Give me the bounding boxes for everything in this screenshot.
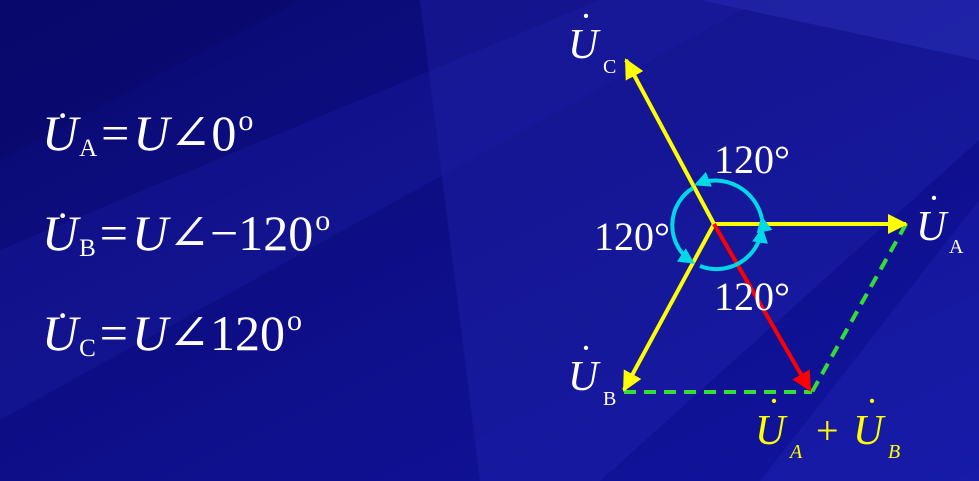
dashed-line-a — [810, 223, 908, 393]
equation-uc: U·C=U∠120o — [42, 293, 302, 362]
degree-mark: o — [287, 304, 303, 337]
label-ub: U · B — [568, 328, 616, 410]
degree-mark: o — [315, 204, 331, 237]
svg-text:+: + — [816, 408, 839, 453]
phasor-symbol: U· — [42, 93, 79, 161]
angle-symbol: ∠ — [168, 205, 211, 261]
svg-text:·: · — [768, 381, 780, 421]
svg-text:·: · — [928, 178, 940, 218]
angle-symbol: ∠ — [168, 305, 211, 361]
svg-text:·: · — [580, 328, 592, 368]
svg-text:·: · — [580, 0, 592, 36]
angle-label-top: 120° — [714, 137, 790, 182]
svg-text:U: U — [853, 408, 886, 454]
svg-text:·: · — [866, 381, 878, 421]
angle-value: 120 — [210, 305, 286, 361]
label-uc: U · C — [568, 0, 616, 78]
phasor-ub-arrow — [622, 223, 716, 392]
label-sum: U · A + U · B — [755, 381, 900, 463]
angle-arc-left — [670, 186, 695, 264]
magnitude: U — [133, 105, 170, 161]
subscript: A — [79, 135, 98, 162]
label-ua: U · A — [916, 178, 964, 258]
svg-text:B: B — [603, 388, 616, 410]
equals-sign: = — [101, 105, 130, 161]
magnitude: U — [132, 205, 169, 261]
svg-text:A: A — [788, 441, 803, 463]
svg-text:U: U — [568, 22, 601, 68]
angle-value: 0 — [211, 105, 237, 161]
angle-arc-bottom — [699, 226, 768, 272]
phasor-symbol: U· — [42, 293, 79, 361]
svg-text:B: B — [888, 441, 900, 463]
angle-value: −120 — [210, 205, 314, 261]
angle-symbol: ∠ — [169, 105, 212, 161]
svg-text:C: C — [603, 56, 616, 78]
svg-text:U: U — [568, 354, 601, 400]
phasor-sum-arrow — [712, 222, 812, 392]
subscript: B — [79, 235, 96, 262]
angle-label-left: 120° — [594, 214, 670, 259]
svg-text:U: U — [916, 204, 949, 250]
degree-mark: o — [238, 104, 254, 137]
phasor-symbol: U· — [42, 193, 79, 261]
magnitude: U — [132, 305, 169, 361]
equals-sign: = — [99, 205, 128, 261]
angle-label-bottom: 120° — [714, 274, 790, 319]
svg-text:U: U — [755, 408, 788, 454]
phasor-uc-arrow — [624, 58, 716, 225]
equation-ua: U·A=U∠0o — [42, 93, 253, 162]
equals-sign: = — [99, 305, 128, 361]
equation-ub: U·B=U∠−120o — [42, 193, 330, 262]
svg-text:A: A — [949, 236, 964, 258]
angle-arc-top — [694, 171, 773, 234]
subscript: C — [79, 335, 96, 362]
